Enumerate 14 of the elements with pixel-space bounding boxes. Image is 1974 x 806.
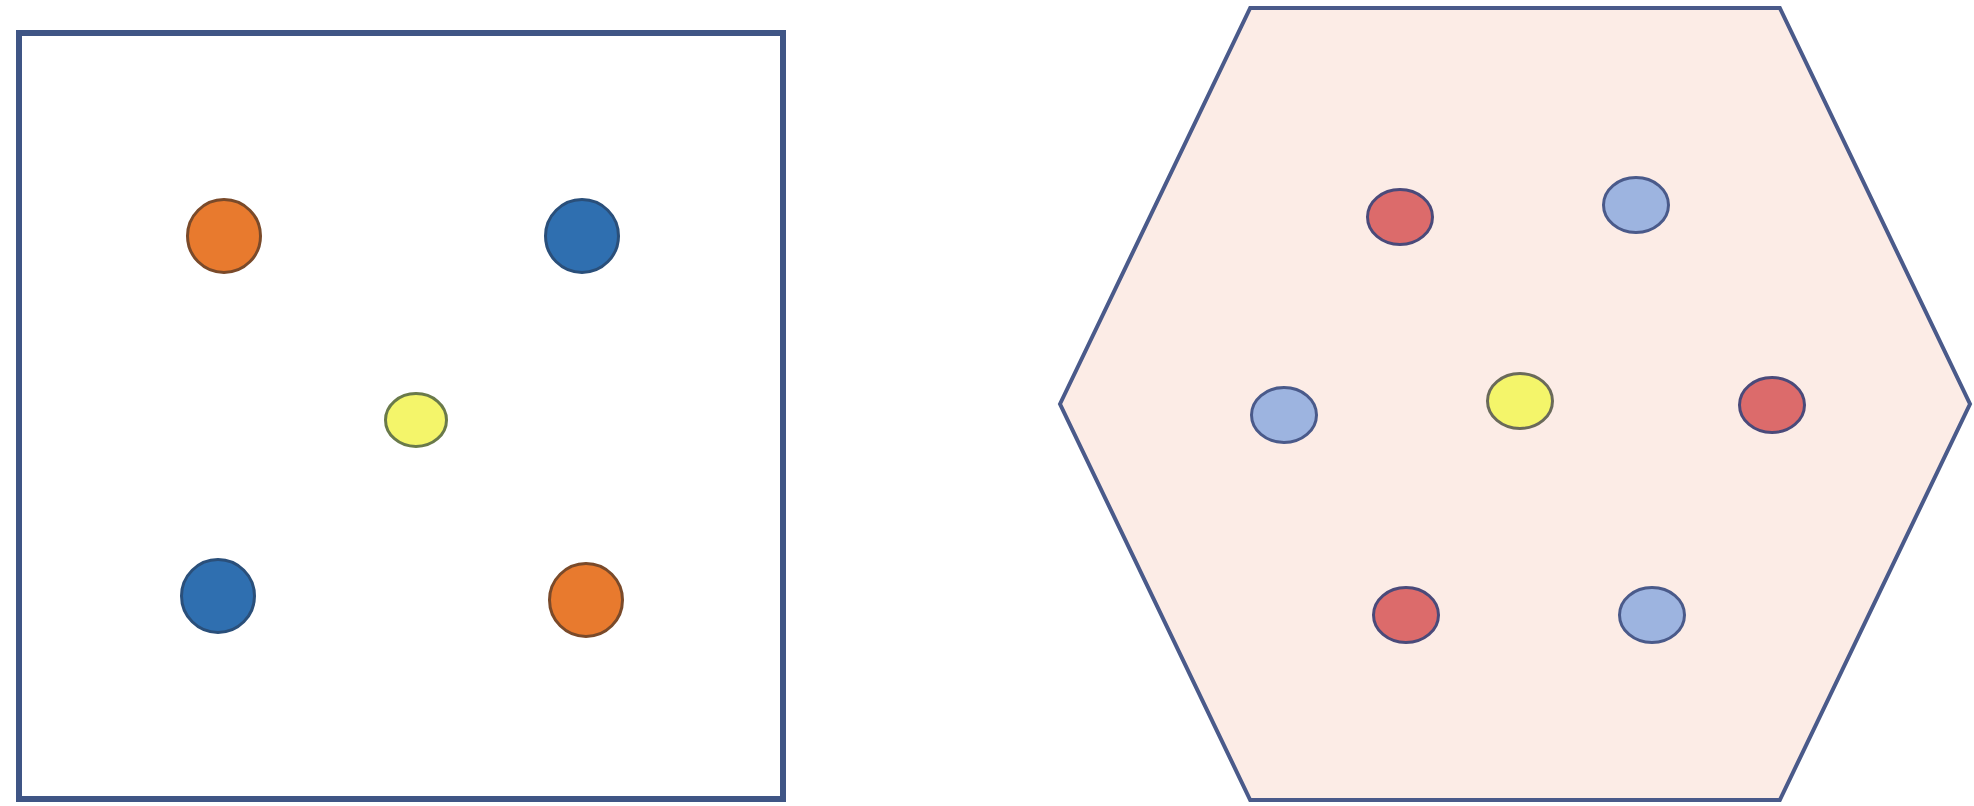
dot xyxy=(1738,376,1806,434)
dot xyxy=(180,558,256,634)
dot xyxy=(1618,586,1686,644)
dot xyxy=(1486,372,1554,430)
dot xyxy=(548,562,624,638)
dot xyxy=(384,392,448,448)
square-frame xyxy=(16,30,786,802)
dot xyxy=(1602,176,1670,234)
dot xyxy=(1372,586,1440,644)
dot xyxy=(186,198,262,274)
hexagon-shape xyxy=(1060,8,1970,800)
dot xyxy=(1250,386,1318,444)
dot xyxy=(544,198,620,274)
dot xyxy=(1366,188,1434,246)
